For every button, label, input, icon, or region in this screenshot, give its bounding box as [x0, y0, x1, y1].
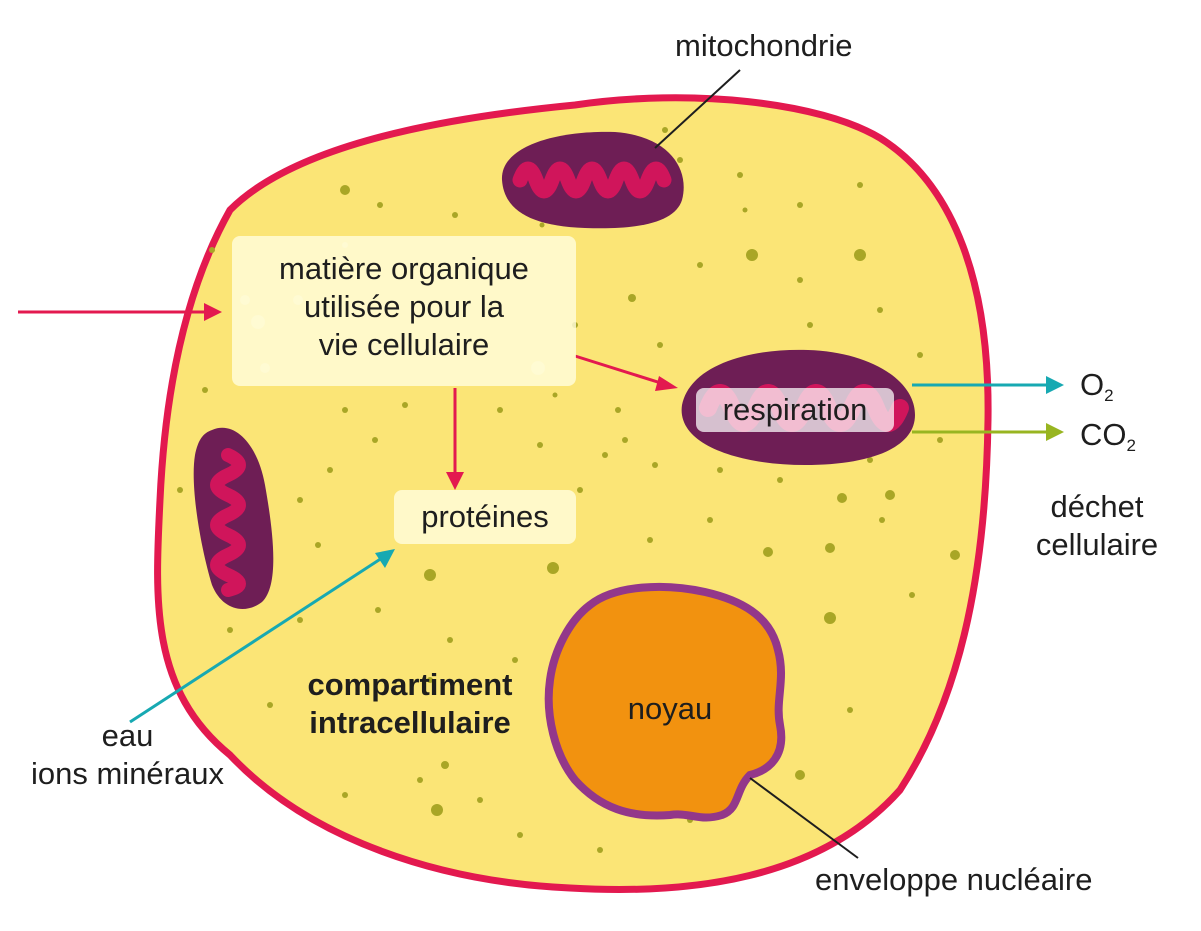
compartiment-line-1: compartiment	[307, 667, 513, 702]
label-respiration: respiration	[696, 388, 894, 432]
label-compartiment-intracellulaire: compartiment intracellulaire	[270, 666, 550, 742]
matiere-line-3: vie cellulaire	[318, 327, 490, 362]
enveloppe-pointer	[749, 777, 859, 859]
co2-base: CO	[1080, 417, 1127, 452]
nucleus	[544, 582, 786, 822]
compartiment-line-2: intracellulaire	[309, 705, 511, 740]
box-matiere-organique: matière organique utilisée pour la vie c…	[232, 236, 576, 386]
label-o2: O2	[1080, 366, 1114, 415]
dechet-line-1: déchet	[1050, 489, 1144, 524]
o2-sub: 2	[1104, 386, 1114, 405]
label-eau-ions: eau ions minéraux	[5, 717, 250, 793]
eau-line-2: ions minéraux	[31, 756, 224, 791]
o2-base: O	[1080, 367, 1105, 402]
arrow-to-respiration	[574, 354, 678, 391]
label-enveloppe-nucleaire: enveloppe nucléaire	[815, 862, 1093, 897]
mitochondrion-top	[501, 131, 684, 229]
label-dechet-cellulaire: déchet cellulaire	[1012, 488, 1182, 564]
arrow-to-proteines	[446, 388, 464, 490]
label-noyau: noyau	[627, 691, 713, 726]
mitochondrie-pointer	[654, 69, 741, 149]
eau-line-1: eau	[101, 718, 154, 753]
arrow-into-cell	[18, 303, 222, 321]
dechet-line-2: cellulaire	[1035, 527, 1159, 562]
matiere-line-1: matière organique	[279, 251, 529, 286]
co2-sub: 2	[1126, 436, 1136, 455]
label-co2: CO2	[1080, 416, 1136, 465]
label-mitochondrie: mitochondrie	[675, 28, 853, 63]
arrow-eau-to-proteines	[129, 549, 395, 724]
arrow-o2-out	[912, 376, 1064, 394]
arrow-co2-out	[912, 423, 1064, 441]
mitochondrion-left	[193, 427, 274, 609]
matiere-line-2: utilisée pour la	[304, 289, 504, 324]
cytoplasm-granules	[177, 127, 960, 853]
label-proteines: protéines	[394, 490, 576, 544]
